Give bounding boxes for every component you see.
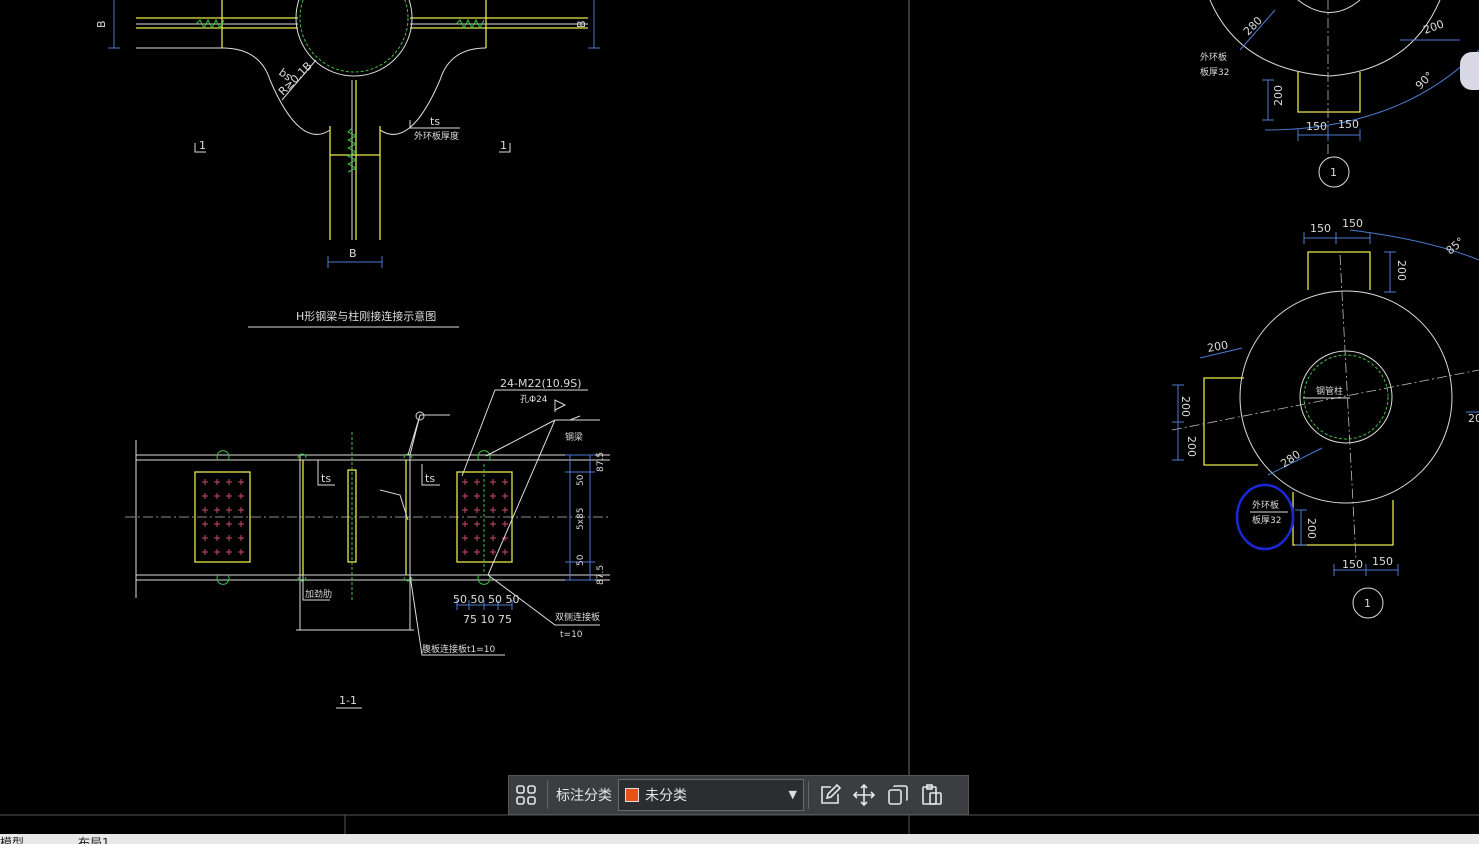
tab-layout1[interactable]: 布局1	[78, 836, 110, 844]
layout-tab-bar: 模型 布局1	[0, 834, 1479, 844]
rt-dim-280: 280	[1241, 14, 1265, 38]
rb-dim-150-b: 150	[1342, 217, 1363, 230]
annotation-category-label: 标注分类	[556, 788, 612, 804]
rb-dim-150-a: 150	[1310, 222, 1331, 235]
label-ts-right: ts	[425, 472, 435, 485]
label-b-bottom: B	[349, 247, 357, 260]
move-icon[interactable]	[847, 778, 881, 812]
dim-875-top: 87.5	[596, 452, 606, 472]
category-value: 未分类	[645, 788, 687, 804]
rt-dim-200-r: 200	[1422, 17, 1446, 36]
rb-dim-150-c: 150	[1342, 558, 1363, 571]
h-connection-plan: B B B bs R≥0.1B ts 外环板厚度 1 1 H形钢梁与柱刚接连接示…	[95, 0, 600, 328]
rb-dim-200-tr: 200	[1395, 260, 1408, 281]
label-outer-ring-thickness: 外环板厚度	[414, 130, 459, 142]
section-1-1: 24-M22(10.9S) 孔Φ24 ts ts 钢梁 87.5 50 5x85…	[125, 377, 610, 709]
rb-axis-num: 1	[1364, 597, 1371, 610]
dim-50-bottom: 50	[576, 554, 586, 566]
section-mark-left: 1	[199, 139, 206, 152]
dim-875-bottom: 87.5	[596, 565, 606, 585]
rb-dim-200-l2: 200	[1179, 396, 1192, 417]
dim-bolt-cols-bottom: 75 10 75	[463, 613, 512, 626]
label-web-splice: 腹板连接板t1=10	[422, 643, 496, 655]
rt-outer-ring: 外环板	[1200, 51, 1227, 63]
label-double-splice-t: t=10	[560, 630, 583, 640]
rt-dim-200-l: 200	[1272, 85, 1285, 106]
rt-axis-num: 1	[1330, 166, 1337, 179]
label-double-splice: 双侧连接板	[555, 611, 600, 623]
ring-plate-top: 280 200 外环板 板厚32 200 150 150 90° 1	[1200, 0, 1479, 188]
rt-angle: 90°	[1413, 69, 1436, 92]
rt-dim-150-a: 150	[1306, 120, 1327, 133]
paste-icon[interactable]	[915, 778, 949, 812]
label-ts-left: ts	[321, 472, 331, 485]
rb-dim-200-l1: 200	[1206, 339, 1229, 355]
copy-icon[interactable]	[881, 778, 915, 812]
rt-dim-150-b: 150	[1338, 118, 1359, 131]
label-ts-top: ts	[430, 115, 440, 128]
label-steel-beam: 钢梁	[565, 431, 583, 443]
dim-50-top: 50	[576, 474, 586, 486]
rb-dim-200-bot: 200	[1305, 518, 1318, 539]
rb-dim-150-d: 150	[1372, 555, 1393, 568]
section-mark-right: 1	[500, 139, 507, 152]
highlight-circle	[1235, 483, 1295, 551]
rb-plate-thk: 板厚32	[1252, 514, 1281, 526]
ring-plate-bottom: 150 150 85° 200 200 200 200 钢管柱 280 20 外…	[1171, 217, 1479, 619]
rb-dim-280: 280	[1278, 448, 1303, 471]
edit-icon[interactable]	[813, 778, 847, 812]
category-dropdown[interactable]: 未分类 ▼	[618, 779, 804, 811]
dim-5x85: 5x85	[576, 507, 586, 530]
h-connection-title: H形钢梁与柱刚接连接示意图	[296, 309, 436, 323]
section-label-1-1: 1-1	[339, 694, 357, 707]
category-color-swatch	[625, 788, 639, 802]
label-hole-spec: 孔Φ24	[520, 394, 548, 405]
rb-dim-200-l3: 200	[1185, 436, 1198, 457]
dim-bolt-cols-top: 50 50 50 50	[453, 593, 519, 606]
chevron-down-icon: ▼	[788, 788, 797, 801]
rb-dim-200-r: 20	[1468, 412, 1479, 425]
grid-icon[interactable]	[509, 778, 543, 812]
label-b-left: B	[95, 20, 108, 28]
label-b-right: B	[575, 20, 588, 28]
label-stiffener: 加劲肋	[305, 588, 332, 600]
rb-outer-ring: 外环板	[1252, 499, 1279, 511]
annotation-toolbar: 标注分类 未分类 ▼	[508, 775, 969, 815]
floating-panel-icon[interactable]	[1460, 52, 1479, 90]
rb-column-label: 钢管柱	[1316, 385, 1343, 397]
label-bolt-spec: 24-M22(10.9S)	[500, 377, 582, 390]
rt-plate-thk: 板厚32	[1200, 66, 1229, 78]
tab-model[interactable]: 模型	[0, 836, 25, 844]
